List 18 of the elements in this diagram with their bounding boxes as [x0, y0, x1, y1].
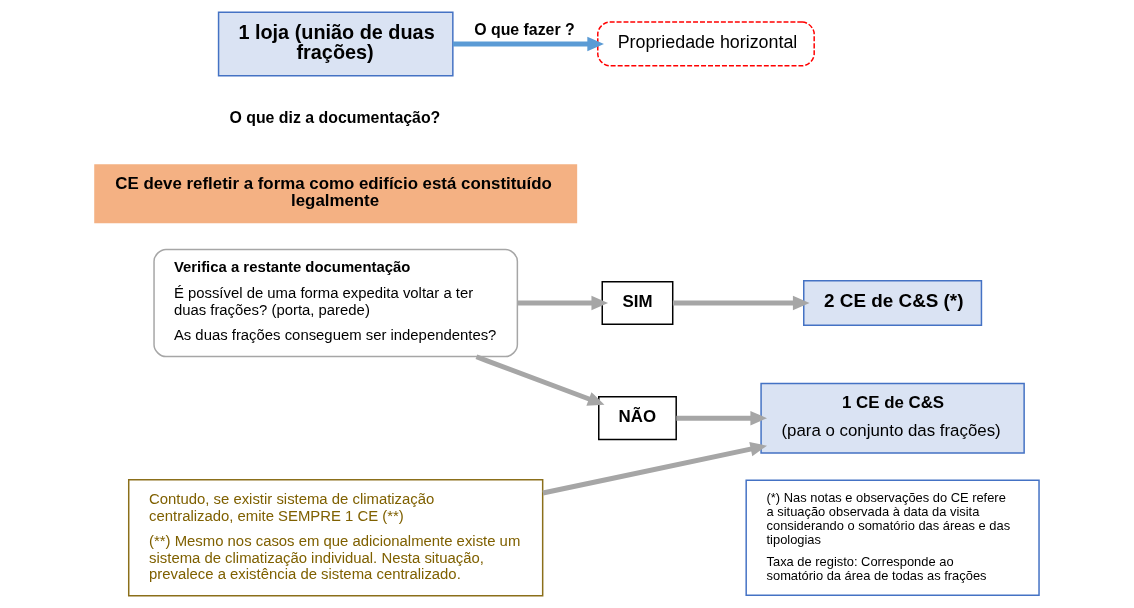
node-box: Contudo, se existir sistema de climatização centralizado, emite SEMPRE 1 CE (**) (**) Mesmo nos casos em que adicionalmente existe um sistema de climatização individual. Nesta situação, prevalece a existência de sistema centralizado. [127, 478, 544, 597]
edge-label: O que fazer ? [474, 20, 575, 38]
arrow [542, 442, 768, 496]
node-box: 2 CE de C&S (*) [803, 279, 983, 327]
node-box: NÃO [598, 396, 677, 441]
arrow [672, 295, 810, 311]
arrow [475, 354, 605, 406]
node-box: Verifica a restante documentação É possível de uma forma expedita voltar a ter duas frações? (porta, parede) As duas frações conseguem ser independentes? [153, 248, 519, 358]
label: O que diz a documentação? [229, 109, 441, 127]
node-box: 1 loja (união de duas frações) [217, 11, 454, 77]
node-box: CE deve refletir a forma como edifício está constituído legalmente [94, 164, 578, 224]
node-box: (*) Nas notas e observações do CE refere a situação observada à data da visita considerando o somatório das áreas e das tipologias Taxa de registo: Corresponde ao somatório da área de todas as frações [745, 479, 1040, 597]
node-box: 1 CE de C&S (para o conjunto das frações) [760, 382, 1025, 454]
arrow [452, 36, 604, 52]
arrow [517, 295, 609, 311]
node-box: Propriedade horizontal [597, 21, 815, 67]
node-box: SIM [601, 280, 674, 326]
arrow [676, 410, 767, 426]
